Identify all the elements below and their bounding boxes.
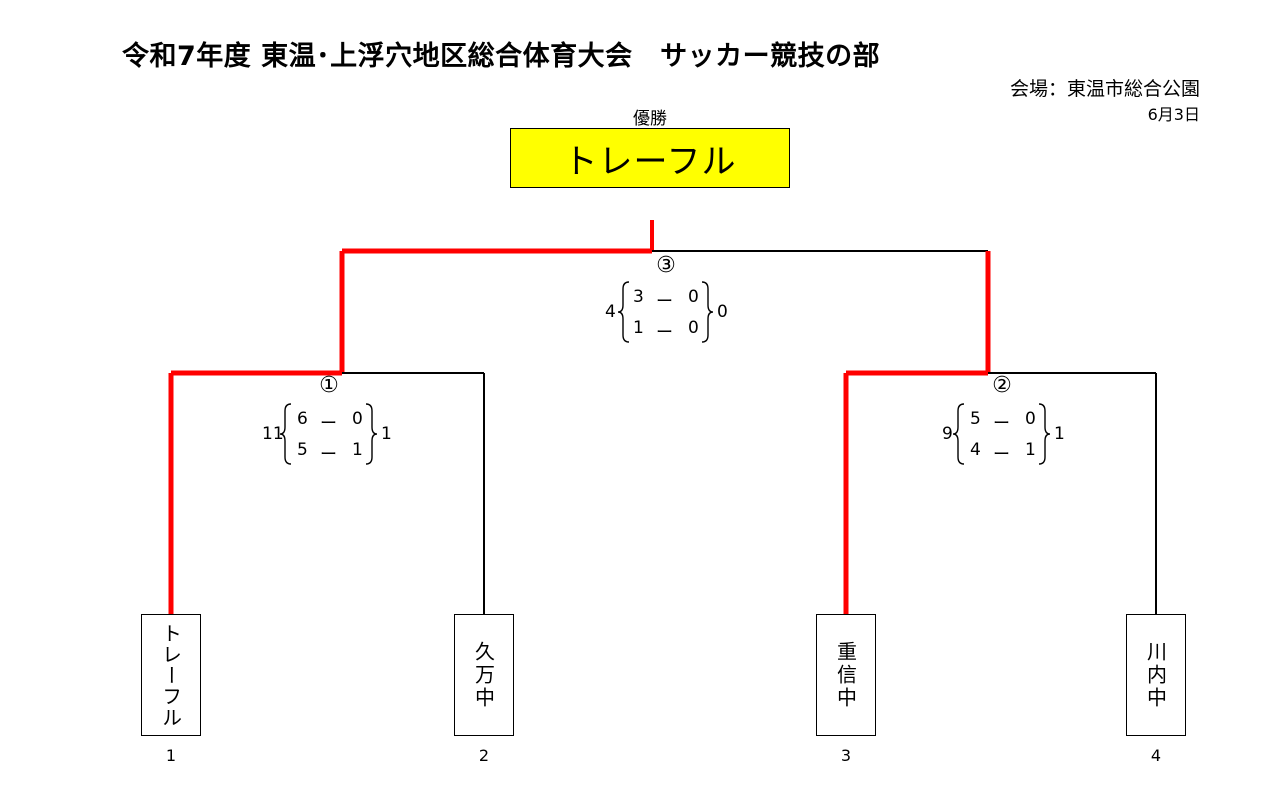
half2-right: 0 bbox=[688, 318, 699, 338]
half1-dash: ー bbox=[320, 414, 337, 434]
venue-text: 会場：東温市総合公園 bbox=[1009, 78, 1200, 100]
team-name: トレーフル bbox=[158, 622, 183, 728]
winner-name: トレーフル bbox=[563, 141, 737, 182]
half1-dash: ー bbox=[993, 414, 1010, 434]
date-text: 6月3日 bbox=[1147, 105, 1200, 124]
half2-dash: ー bbox=[656, 323, 673, 343]
seed-number: 3 bbox=[840, 746, 852, 765]
match-number: ③ bbox=[656, 253, 676, 278]
total-right: 1 bbox=[1054, 424, 1065, 444]
winner-label: 優勝 bbox=[633, 109, 667, 129]
half1-left: 3 bbox=[633, 287, 644, 307]
total-left: 9 bbox=[942, 424, 953, 444]
team-box-4: 川内中 bbox=[1126, 614, 1186, 736]
team-name: 久万中 bbox=[471, 640, 496, 710]
right-brace bbox=[701, 281, 714, 343]
team-box-1: トレーフル bbox=[141, 614, 201, 736]
total-right: 1 bbox=[381, 424, 392, 444]
half1-right: 0 bbox=[1025, 409, 1036, 429]
winner-box: トレーフル bbox=[510, 128, 790, 188]
seed-number: 1 bbox=[165, 746, 177, 765]
team-box-3: 重信中 bbox=[816, 614, 876, 736]
team-name: 川内中 bbox=[1143, 640, 1168, 710]
match-number: ① bbox=[319, 373, 339, 398]
left-brace bbox=[952, 403, 965, 465]
half2-left: 4 bbox=[970, 440, 981, 460]
right-brace bbox=[1038, 403, 1051, 465]
half1-right: 0 bbox=[688, 287, 699, 307]
left-brace bbox=[617, 281, 630, 343]
total-left: 4 bbox=[605, 302, 616, 322]
team-box-2: 久万中 bbox=[454, 614, 514, 736]
half2-dash: ー bbox=[320, 445, 337, 465]
total-left: 11 bbox=[262, 424, 284, 444]
half2-dash: ー bbox=[993, 445, 1010, 465]
total-right: 0 bbox=[717, 302, 728, 322]
half1-left: 5 bbox=[970, 409, 981, 429]
seed-number: 2 bbox=[478, 746, 490, 765]
right-brace bbox=[365, 403, 378, 465]
match-number: ② bbox=[992, 373, 1012, 398]
left-brace bbox=[279, 403, 292, 465]
half1-dash: ー bbox=[656, 292, 673, 312]
half2-right: 1 bbox=[352, 440, 363, 460]
half2-right: 1 bbox=[1025, 440, 1036, 460]
half1-right: 0 bbox=[352, 409, 363, 429]
page-title: 令和7年度 東温･上浮穴地区総合体育大会 サッカー競技の部 bbox=[122, 41, 881, 72]
half1-left: 6 bbox=[297, 409, 308, 429]
half2-left: 5 bbox=[297, 440, 308, 460]
team-name: 重信中 bbox=[833, 640, 858, 710]
seed-number: 4 bbox=[1150, 746, 1162, 765]
half2-left: 1 bbox=[633, 318, 644, 338]
